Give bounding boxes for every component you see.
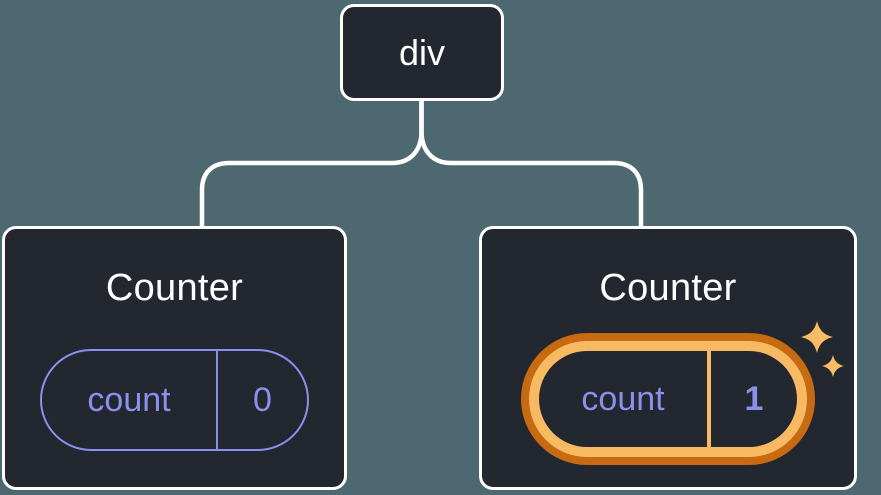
state-pill-right-highlight-ring: count 1 [521, 333, 815, 465]
state-value-left: 0 [253, 380, 272, 419]
counter-right-title: Counter [599, 267, 737, 309]
root-node-div: div [340, 4, 504, 101]
state-pill-right: count 1 [539, 351, 797, 447]
connector-root-to-right-counter [419, 98, 644, 230]
counter-node-left: Counter count 0 [2, 226, 347, 490]
state-value-right: 1 [744, 379, 764, 418]
counter-node-right: Counter count 1 [479, 226, 857, 490]
counter-left-title: Counter [105, 267, 244, 309]
pill-divider-right [707, 351, 711, 447]
state-pill-left: count 0 [40, 349, 309, 451]
root-node-label: div [398, 31, 446, 73]
state-key-right: count [581, 379, 665, 418]
state-pill-right-inner-ring: count 1 [529, 341, 807, 457]
connector-root-to-left-counter [199, 98, 424, 230]
pill-divider-left [216, 351, 218, 449]
state-key-left: count [87, 380, 171, 419]
